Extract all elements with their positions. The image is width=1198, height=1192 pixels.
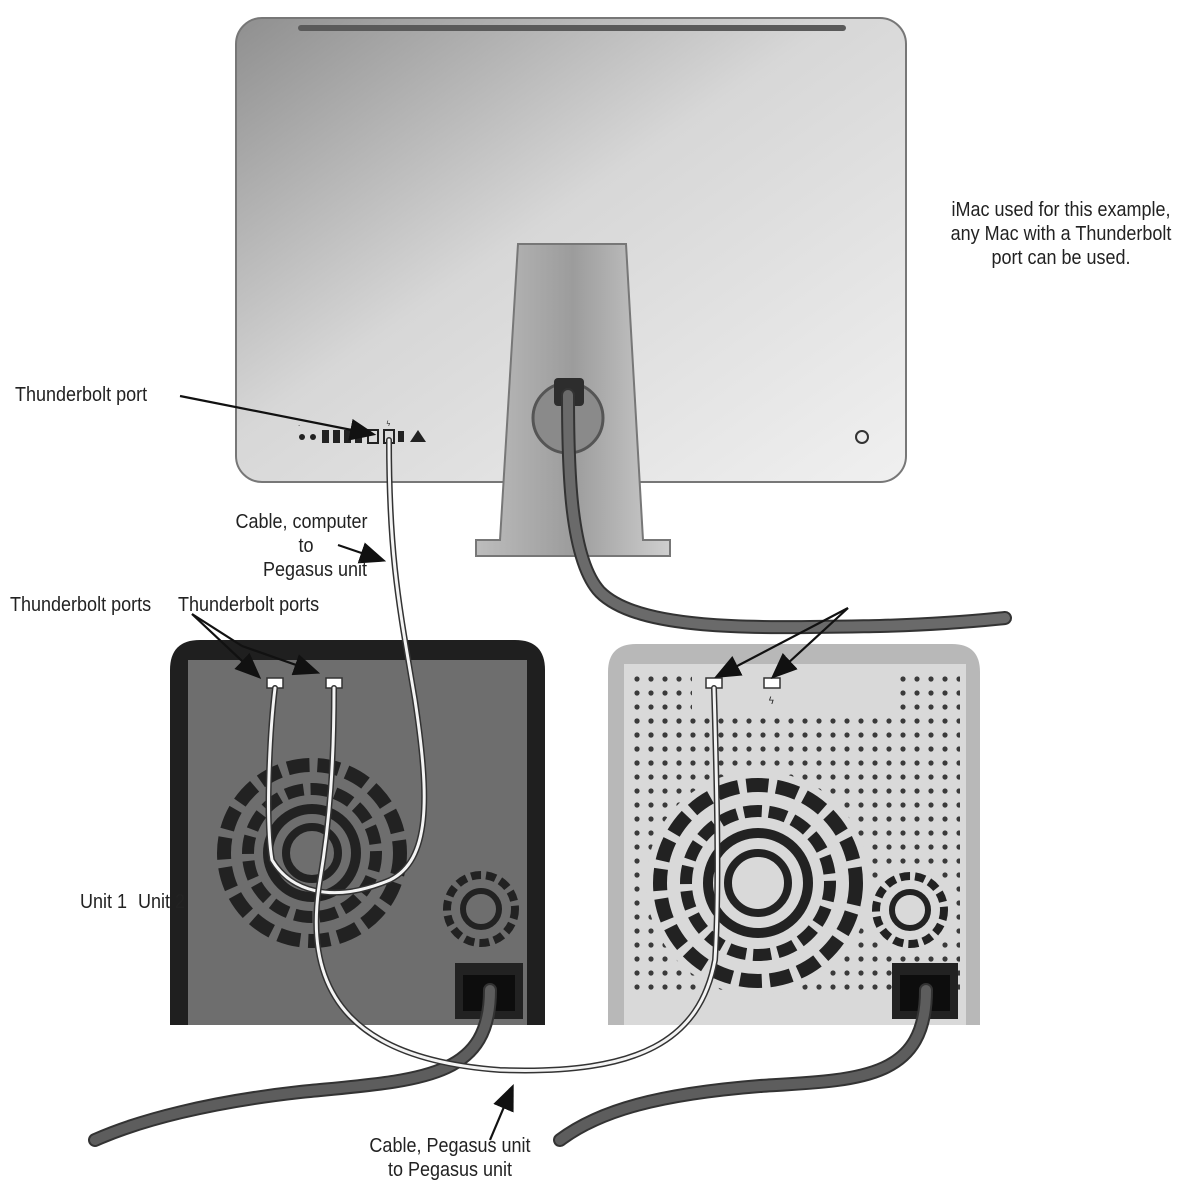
pegasus-unit-1: [170, 640, 545, 1025]
svg-text:⋅: ⋅: [298, 422, 300, 430]
power-button-icon: [855, 430, 869, 444]
unit-power-cables: [88, 983, 933, 1147]
imac-top-vent: [298, 25, 846, 31]
imac-note-line-3: port can be used.: [991, 247, 1131, 269]
imac-note-line-2: any Mac with a Thunderbolt: [950, 223, 1172, 245]
cable-pegasus-line-2: to Pegasus unit: [387, 1159, 513, 1181]
cable-pegasus-line-1: Cable, Pegasus unit: [369, 1135, 531, 1157]
thunderbolt-port-label: Thunderbolt port: [15, 384, 148, 406]
cable-computer-line-1: Cable, computer: [235, 511, 368, 533]
imac: ⋅ϟ: [235, 17, 907, 557]
unit2-small-fan: [872, 872, 948, 948]
unit-2-label: Unit 2: [138, 891, 186, 913]
unit2-fan-grille: [653, 778, 863, 988]
pegasus-unit-2: ϟ: [608, 644, 980, 1025]
arrow-icon: [179, 394, 849, 1141]
cable-computer-line-3: Pegasus unit: [262, 559, 368, 581]
svg-text:ϟ: ϟ: [386, 420, 391, 428]
unit-1-label: Unit 1: [80, 891, 128, 913]
cable-computer-line-2: to: [298, 535, 314, 557]
thunderbolt-ports-label-right: Thunderbolt ports: [178, 594, 320, 616]
unit1-small-fan: [443, 871, 519, 947]
imac-note: iMac used for this example, any Mac with…: [943, 198, 1179, 270]
unit2-port-symbol: ϟ: [768, 696, 775, 707]
cable-computer-label: Cable, computer to Pegasus unit: [223, 510, 381, 582]
thunderbolt-ports-label-left: Thunderbolt ports: [10, 594, 152, 616]
cable-pegasus-label: Cable, Pegasus unit to Pegasus unit: [360, 1134, 540, 1182]
thunderbolt-cables: [265, 437, 721, 1074]
imac-note-line-1: iMac used for this example,: [951, 199, 1171, 221]
unit2-tb-port-2: [763, 677, 781, 689]
